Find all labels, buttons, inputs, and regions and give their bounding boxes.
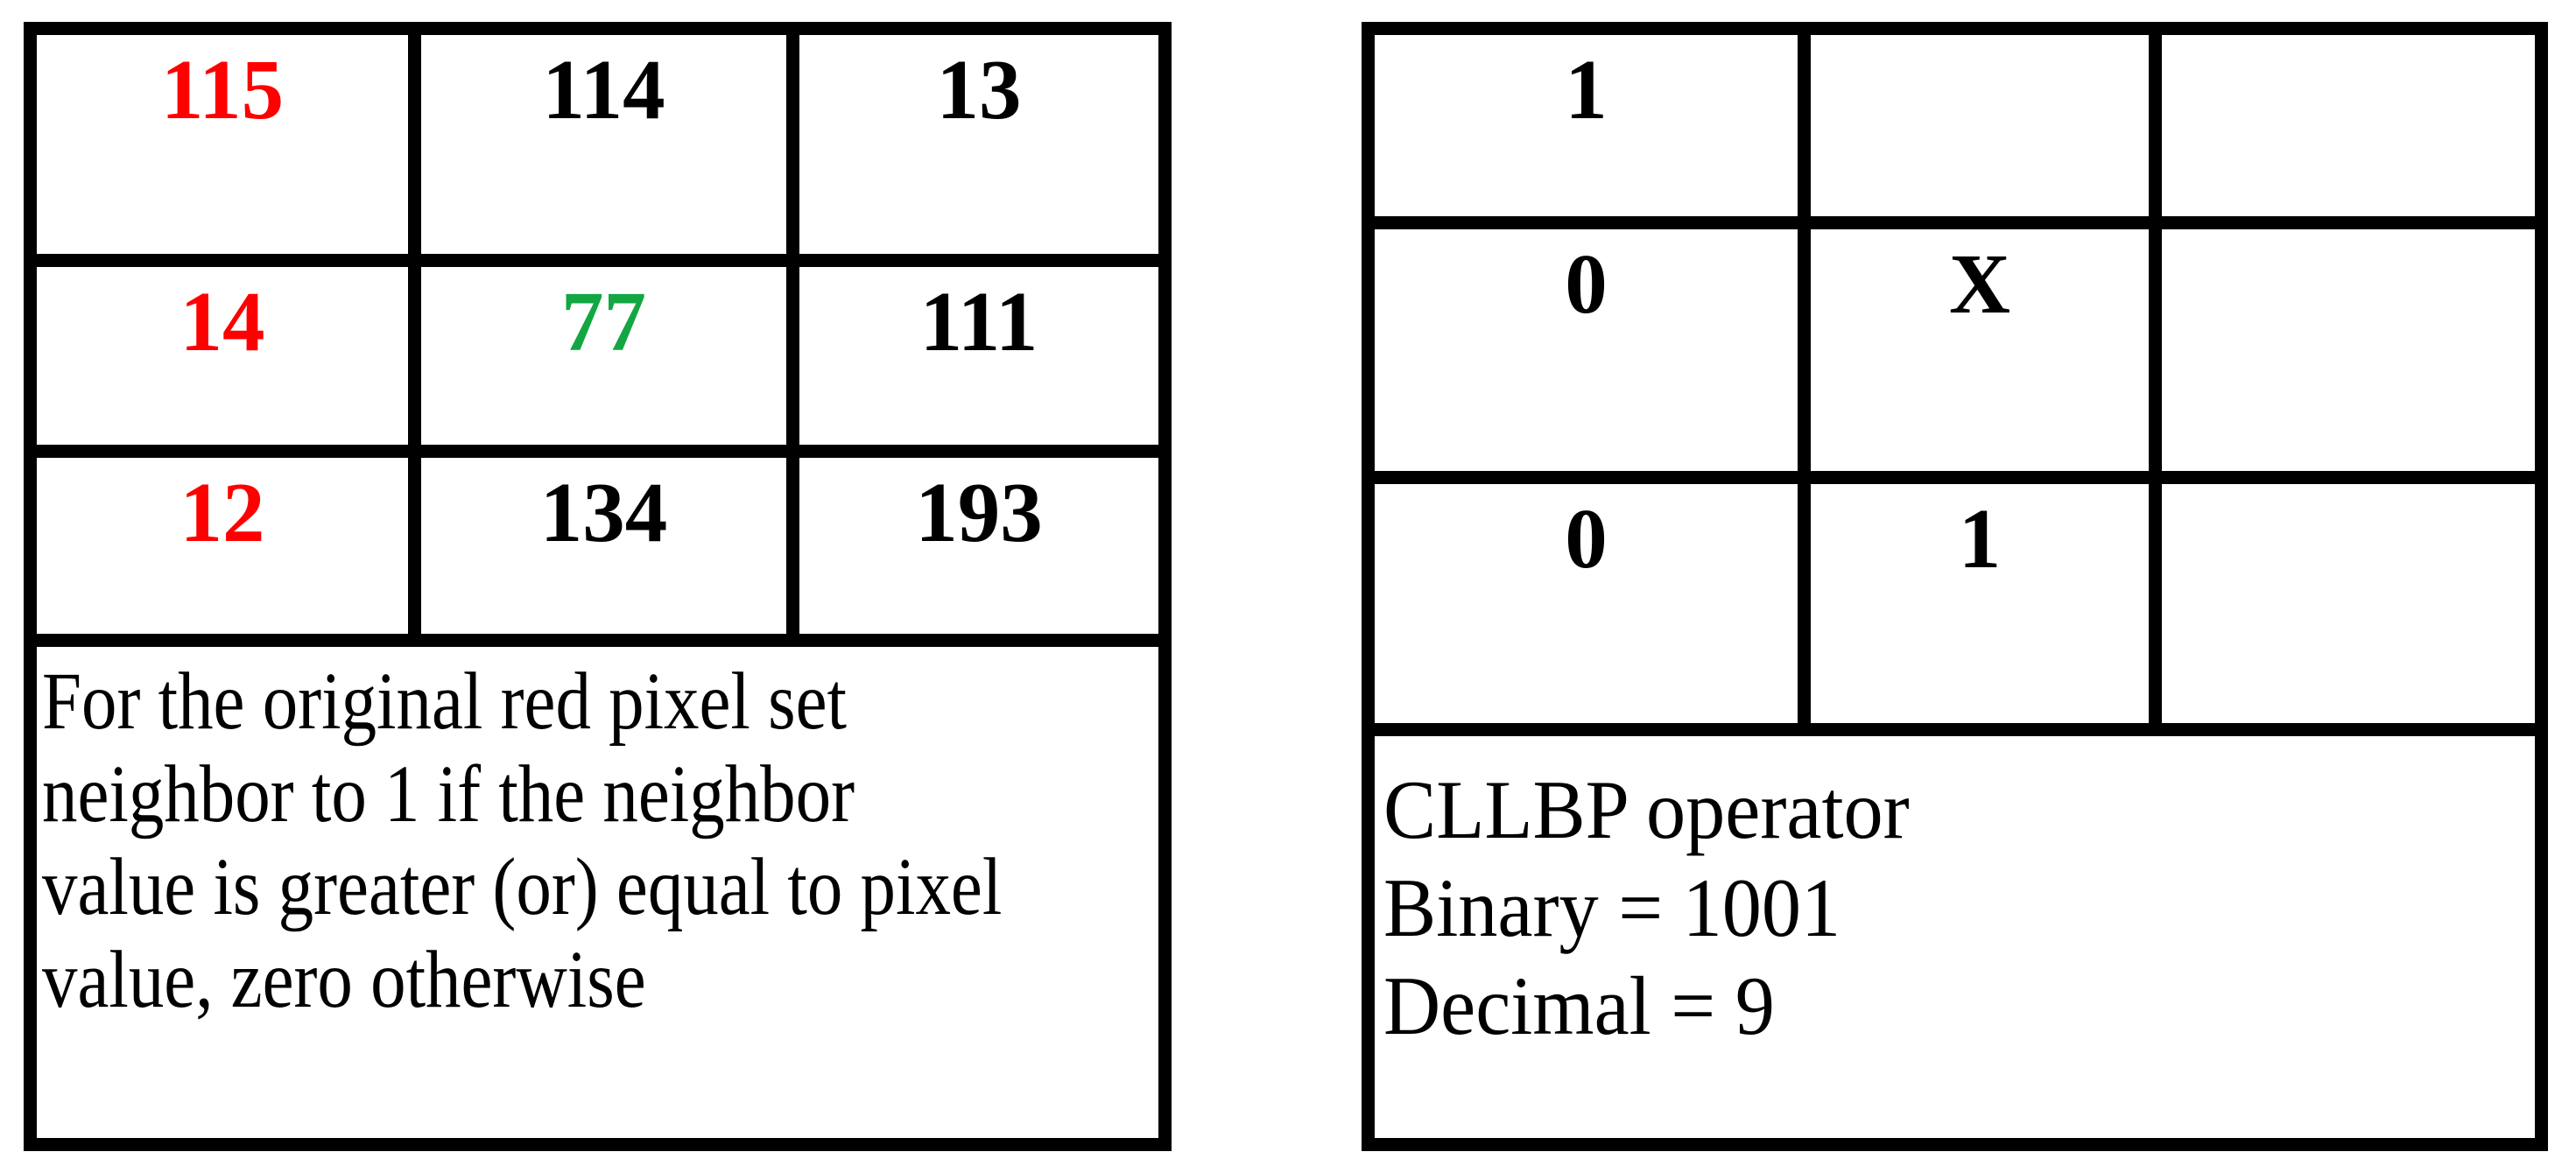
pixel-value: 111 — [919, 275, 1038, 369]
rule-caption-line: neighbor to 1 if the neighbor — [42, 749, 855, 839]
grid-cell: 77 — [421, 267, 786, 445]
pixel-value: 115 — [160, 43, 285, 137]
result-caption: CLLBP operator Binary = 1001 Decimal = 9 — [1375, 736, 2535, 1138]
grid-cell: 1 — [1375, 35, 1798, 216]
grid-cell: 111 — [799, 267, 1158, 445]
pixel-values-grid: 115 114 13 14 77 111 12 134 193 For the … — [24, 22, 1172, 1151]
binary-value: 1 — [1565, 43, 1608, 137]
pixel-value: 114 — [542, 43, 665, 137]
rule-caption: For the original red pixel set neighbor … — [37, 647, 1158, 1138]
center-pixel-value: 77 — [561, 275, 646, 369]
grid-cell: 1 — [1811, 484, 2149, 723]
center-marker: X — [1948, 237, 2011, 331]
rule-caption-line: For the original red pixel set — [42, 657, 848, 747]
rule-caption-line: value is greater (or) equal to pixel — [42, 842, 1003, 932]
decimal-result: Decimal = 9 — [1383, 959, 1775, 1052]
grid-cell — [2162, 35, 2535, 216]
grid-cell: 134 — [421, 458, 786, 634]
grid-cell: 12 — [37, 458, 408, 634]
operator-label: CLLBP operator — [1383, 763, 1910, 856]
grid-cell — [2162, 229, 2535, 471]
cllbp-result-grid: 1 0 X 0 1 CLLBP operator Binary = 1001 D… — [1362, 22, 2548, 1151]
pixel-value: 134 — [539, 466, 668, 559]
grid-cell: X — [1811, 229, 2149, 471]
grid-cell — [2162, 484, 2535, 723]
grid-cell — [1811, 35, 2149, 216]
pixel-value: 193 — [915, 466, 1043, 559]
binary-value: 0 — [1565, 237, 1608, 331]
pixel-value: 14 — [179, 275, 265, 369]
grid-cell: 193 — [799, 458, 1158, 634]
grid-cell: 14 — [37, 267, 408, 445]
grid-cell: 13 — [799, 35, 1158, 254]
binary-result: Binary = 1001 — [1383, 861, 1841, 954]
binary-value: 0 — [1565, 492, 1608, 586]
grid-cell: 115 — [37, 35, 408, 254]
grid-cell: 114 — [421, 35, 786, 254]
pixel-value: 12 — [179, 466, 265, 559]
binary-value: 1 — [1958, 492, 2002, 586]
rule-caption-line: value, zero otherwise — [42, 935, 646, 1025]
grid-cell: 0 — [1375, 229, 1798, 471]
grid-cell: 0 — [1375, 484, 1798, 723]
pixel-value: 13 — [936, 43, 1022, 137]
